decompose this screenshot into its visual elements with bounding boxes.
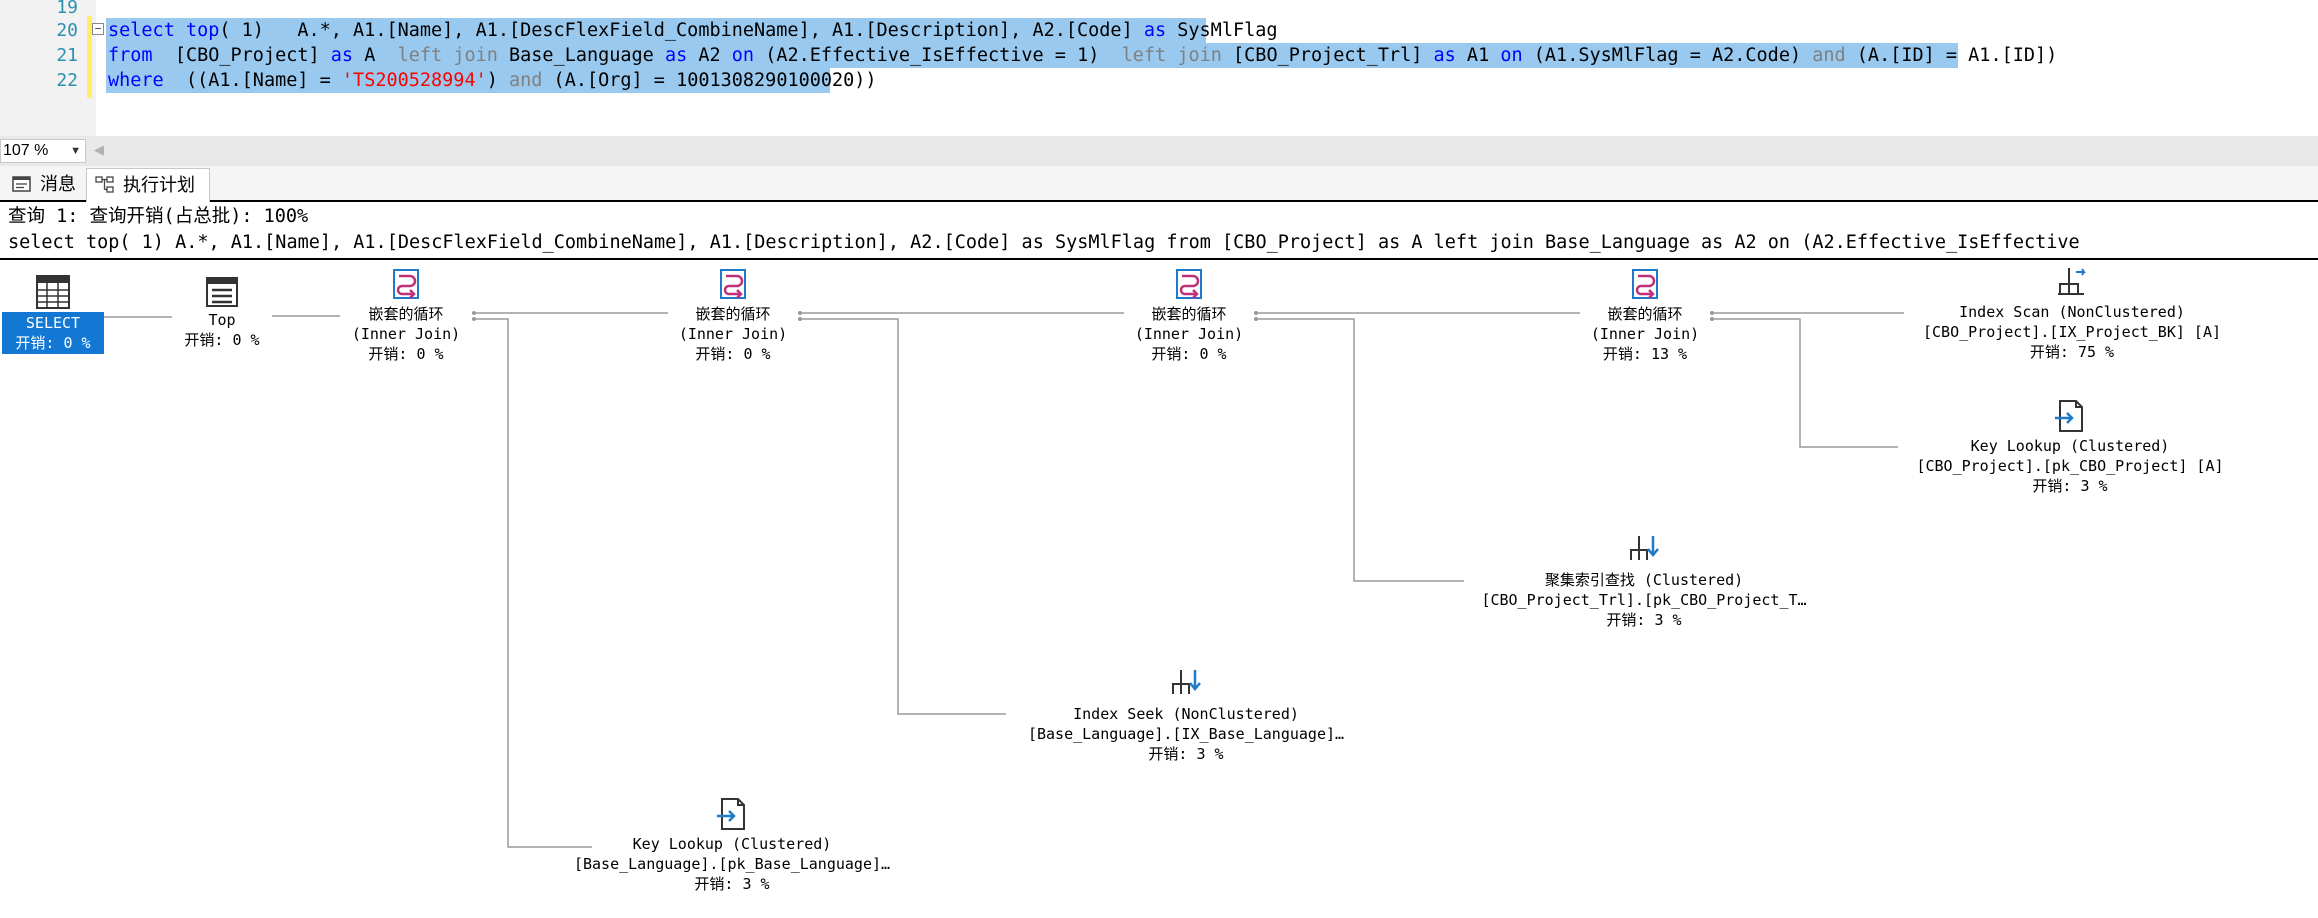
code-token: select (108, 20, 175, 41)
plan-node-index-seek[interactable]: Index Seek (NonClustered) [Base_Language… (1006, 666, 1366, 764)
nested-loops-icon (393, 269, 419, 299)
code-token: (A.[ID] = A1.[ID]) (1845, 45, 2058, 66)
plan-node-top[interactable]: Top 开销: 0 % (172, 276, 272, 350)
index-seek-icon (1630, 536, 1659, 560)
code-line[interactable]: from [CBO_Project] as A left join Base_L… (108, 43, 2057, 68)
tab-label: 消息 (40, 174, 76, 194)
code-token: on (731, 45, 755, 66)
code-token: left join (397, 45, 498, 66)
query-cost-line: 查询 1: 查询开销(占总批): 100% (8, 206, 309, 227)
selection-highlight (106, 43, 1958, 68)
tab-label: 执行计划 (123, 175, 195, 195)
zoom-value: 107 % (3, 142, 49, 159)
code-token: ) (486, 70, 509, 91)
key-lookup-icon (2055, 400, 2083, 432)
code-token: [CBO_Project] (152, 45, 331, 66)
plan-node-key-lookup[interactable]: Key Lookup (Clustered) [CBO_Project].[pk… (1898, 398, 2242, 496)
line-number: 20 (56, 20, 78, 41)
code-token: as (330, 45, 354, 66)
plan-node-nested-loops[interactable]: 嵌套的循环 (Inner Join) 开销: 0 % (1124, 266, 1254, 364)
code-token (175, 20, 186, 41)
code-token: as (664, 45, 688, 66)
code-token: 'TS200528994' (341, 70, 487, 91)
plan-node-nested-loops[interactable]: 嵌套的循环 (Inner Join) 开销: 0 % (668, 266, 798, 364)
scroll-left-icon[interactable]: ◀ (94, 143, 104, 158)
code-token: SysMlFlag (1166, 20, 1278, 41)
sql-editor[interactable]: 19 20 21 22 − select top( 1) A.*, A1.[Na… (0, 0, 2318, 136)
selection-highlight (106, 18, 1206, 43)
code-token: (A.[Org] = 1001308290100020)) (542, 70, 877, 91)
nested-loops-icon (1176, 269, 1202, 299)
plan-node-nested-loops[interactable]: 嵌套的循环 (Inner Join) 开销: 0 % (340, 266, 472, 364)
plan-edge (1710, 318, 1898, 448)
chevron-down-icon[interactable]: ▼ (70, 145, 81, 157)
code-token: A1 (1455, 45, 1501, 66)
plan-edge (472, 318, 592, 848)
select-node-label: SELECT 开销: 0 % (2, 312, 104, 354)
code-token: ((A1.[Name] = (163, 70, 342, 91)
change-indicator (87, 16, 92, 98)
plan-header: 查询 1: 查询开销(占总批): 100% select top( 1) A.*… (0, 202, 2318, 260)
code-token: ( 1) A.*, A1.[Name], A1.[DescFlexField_C… (219, 20, 1144, 41)
plan-node-index-scan[interactable]: Index Scan (NonClustered) [CBO_Project].… (1904, 264, 2240, 362)
messages-icon (12, 176, 31, 192)
plan-node-nested-loops[interactable]: 嵌套的循环 (Inner Join) 开销: 13 % (1580, 266, 1710, 364)
nested-loops-icon (720, 269, 746, 299)
line-number: 22 (56, 70, 78, 91)
code-token: (A1.SysMlFlag = A2.Code) (1522, 45, 1813, 66)
tab-execution-plan[interactable]: 执行计划 (86, 168, 210, 202)
nested-loops-icon (1632, 269, 1658, 299)
index-scan-icon (2058, 268, 2086, 295)
plan-node-select[interactable]: SELECT 开销: 0 % (2, 274, 104, 354)
plan-node-clustered-index-seek[interactable]: 聚集索引查找 (Clustered) [CBO_Project_Trl].[pk… (1464, 532, 1824, 630)
code-token: (A2.Effective_IsEffective = 1) (754, 45, 1122, 66)
code-token: Base_Language (497, 45, 665, 66)
code-token: top (185, 20, 220, 41)
line-number-gutter: 19 20 21 22 (0, 0, 96, 136)
index-seek-icon (1172, 670, 1201, 694)
line-number: 19 (56, 0, 78, 18)
fold-toggle-icon[interactable]: − (92, 23, 104, 35)
tab-messages[interactable]: 消息 (4, 168, 84, 202)
line-number: 21 (56, 45, 78, 66)
execution-plan-canvas[interactable]: SELECT 开销: 0 % Top 开销: 0 % 嵌套的循环 (Inner … (0, 262, 2318, 918)
top-icon (206, 277, 238, 307)
editor-status-bar: 107 % ▼ ◀ (0, 136, 2318, 166)
execution-plan-icon (95, 176, 114, 193)
code-token: as (1143, 20, 1167, 41)
selection-highlight (106, 68, 830, 93)
code-token: and (509, 70, 543, 91)
code-token: [CBO_Project_Trl] (1221, 45, 1434, 66)
result-tabs: 消息 执行计划 (0, 166, 2318, 202)
code-token: A2 (687, 45, 732, 66)
code-token: on (1500, 45, 1523, 66)
code-token: left join (1121, 45, 1222, 66)
key-lookup-icon (717, 798, 745, 830)
code-token: from (108, 45, 153, 66)
plan-edge (798, 318, 1006, 715)
plan-edge (1254, 318, 1464, 582)
code-line[interactable]: where ((A1.[Name] = 'TS200528994') and (… (108, 68, 877, 93)
plan-node-key-lookup[interactable]: Key Lookup (Clustered) [Base_Language].[… (552, 796, 912, 894)
code-token: where (108, 70, 164, 91)
query-text-line: select top( 1) A.*, A1.[Name], A1.[DescF… (8, 232, 2080, 253)
select-icon (36, 275, 70, 309)
code-token: and (1812, 45, 1846, 66)
code-token: as (1433, 45, 1456, 66)
plan-edges (104, 311, 1904, 848)
code-token: A (353, 45, 398, 66)
zoom-dropdown[interactable]: 107 % ▼ (0, 139, 86, 163)
code-line[interactable]: select top( 1) A.*, A1.[Name], A1.[DescF… (108, 18, 1278, 43)
